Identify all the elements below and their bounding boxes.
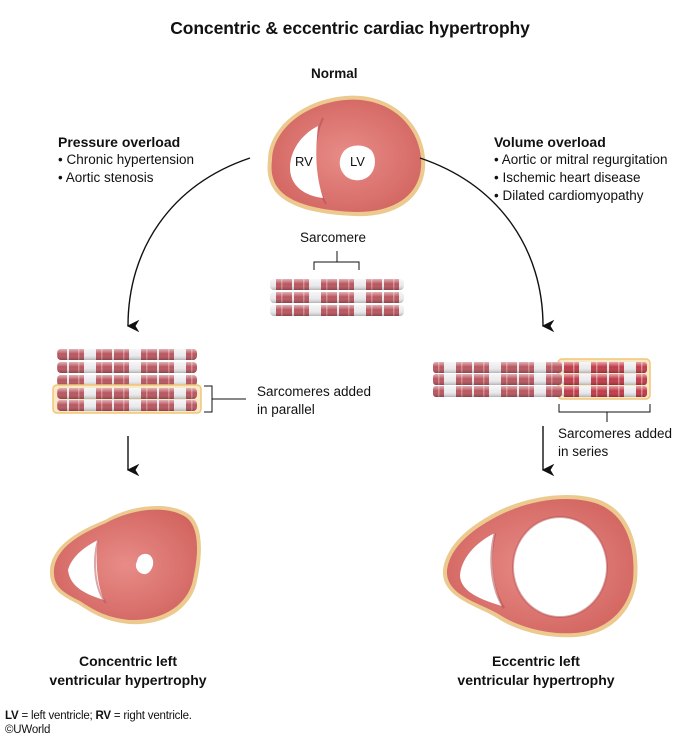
parallel-label-line: Sarcomeres added [257,384,372,399]
copyright-notice: ©UWorld [5,724,51,736]
figure-title: Concentric & eccentric cardiac hypertrop… [170,18,530,38]
sarcomere-bracket [313,251,360,270]
parallel-label: Sarcomeres added in parallel [257,383,371,419]
parallel-label-line: in parallel [257,402,315,417]
eccentric-caption-line: Eccentric left [492,653,580,669]
abbreviation-footnote: LV = left ventricle; RV = right ventricl… [5,709,192,723]
parallel-bracket [204,385,246,413]
arrow-to-concentric [126,157,251,333]
series-sarcomere-stack [433,358,651,400]
rv-definition: = right ventricle. [110,710,192,722]
concentric-heart-cross-section [49,505,201,625]
pressure-cause-item: • Aortic stenosis [58,170,154,185]
eccentric-septum-shade [490,532,506,609]
normal-sarcomere-stack [270,279,404,316]
volume-cause-item: • Aortic or mitral regurgitation [494,152,668,167]
series-bracket [558,404,651,422]
lv-label: LV [350,154,365,169]
volume-overload-heading: Volume overload [494,134,606,150]
concentric-lv-cavity [135,553,154,575]
rv-abbreviation: RV [95,710,112,722]
volume-cause-item: • Ischemic heart disease [494,170,641,185]
series-label: Sarcomeres added in series [558,425,672,461]
sarcomere-label: Sarcomere [300,230,367,245]
pressure-overload-block: Pressure overload • Chronic hypertension… [58,133,194,187]
concentric-caption-line: Concentric left [78,653,177,669]
arrow-to-eccentric [419,157,555,333]
series-label-line: Sarcomeres added [558,426,673,441]
parallel-sarcomere-stack [52,349,202,414]
normal-heart-cross-section [267,95,426,217]
volume-cause-item: • Dilated cardiomyopathy [494,188,644,203]
lv-definition: = left ventricle; [18,710,96,722]
concentric-septum-shade [93,539,107,604]
normal-lv-cavity [339,145,375,181]
concentric-caption: Concentric left ventricular hypertrophy [28,652,228,690]
volume-overload-block: Volume overload • Aortic or mitral regur… [494,133,668,205]
rv-label: RV [295,154,313,169]
series-label-line: in series [558,444,609,459]
eccentric-heart-cross-section [442,495,638,638]
eccentric-lv-cavity [512,516,608,618]
eccentric-caption: Eccentric left ventricular hypertrophy [436,652,636,690]
pressure-overload-heading: Pressure overload [58,134,181,150]
normal-rv-cavity [290,126,323,198]
eccentric-caption-line: ventricular hypertrophy [457,672,615,688]
normal-label: Normal [311,66,358,81]
concentric-caption-line: ventricular hypertrophy [49,672,207,688]
pressure-cause-item: • Chronic hypertension [58,152,195,167]
lv-abbreviation: LV [5,710,19,722]
